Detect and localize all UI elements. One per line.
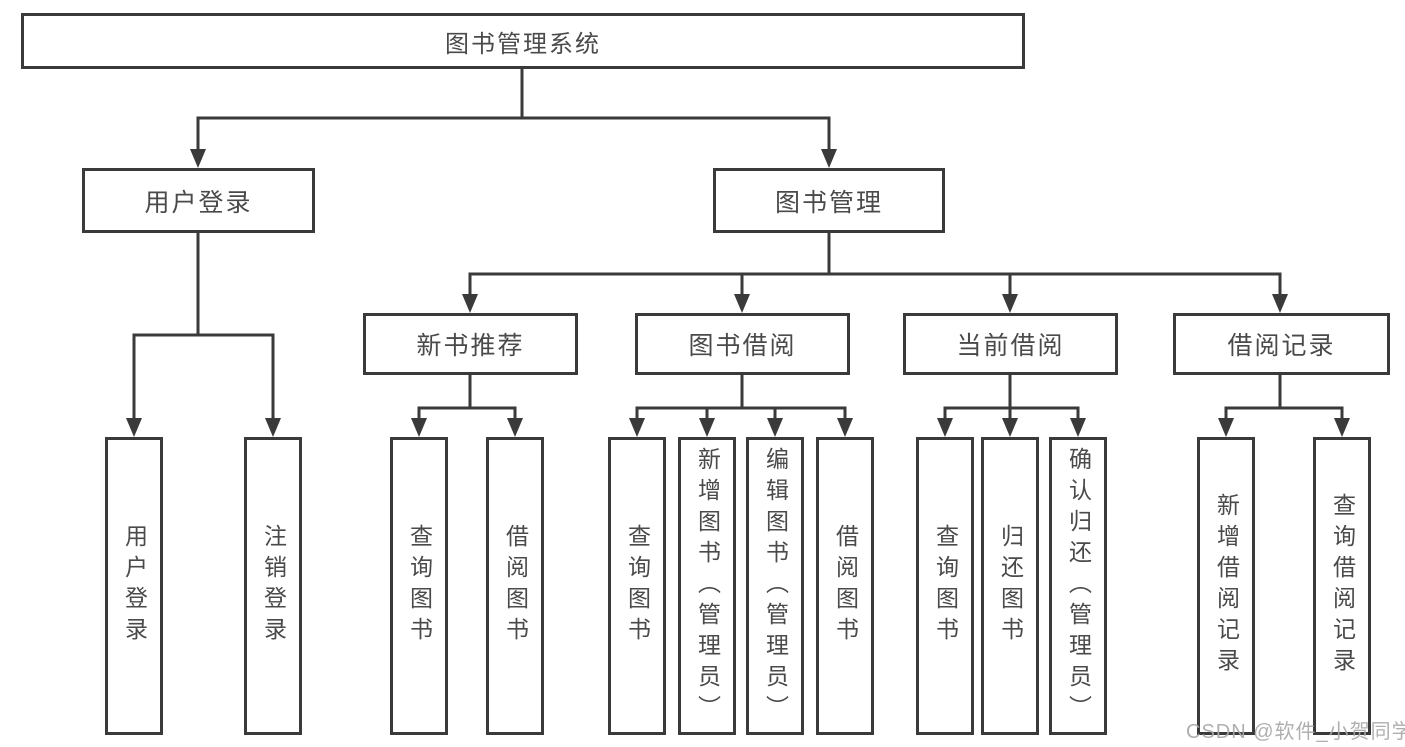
leaf-borrow-query-books: 查询图书 — [608, 437, 666, 735]
arrowhead — [1070, 418, 1086, 437]
node-user-login: 用户登录 — [82, 168, 315, 233]
connector-user-login — [132, 231, 275, 422]
arrowhead — [821, 149, 837, 168]
leaf-current-query-books: 查询图书 — [916, 437, 974, 735]
arrowhead — [1002, 418, 1018, 437]
arrowhead — [1334, 418, 1350, 437]
node-current-borrow: 当前借阅 — [903, 313, 1118, 375]
leaf-query-borrow-record: 查询借阅记录 — [1313, 437, 1371, 735]
leaf-edit-books-admin: 编辑图书（管理员） — [746, 437, 804, 735]
arrowhead — [1272, 294, 1288, 313]
arrowhead — [462, 294, 478, 313]
leaf-borrow-books: 借阅图书 — [816, 437, 874, 735]
leaf-add-borrow-record: 新增借阅记录 — [1197, 437, 1255, 735]
node-book-borrow: 图书借阅 — [635, 313, 850, 375]
arrowheads — [126, 149, 1350, 437]
leaf-recommend-query-books: 查询图书 — [390, 437, 448, 735]
arrowhead — [937, 418, 953, 437]
node-book-management: 图书管理 — [713, 168, 945, 233]
connector-new-book-recommend — [417, 373, 517, 422]
node-borrow-records: 借阅记录 — [1173, 313, 1390, 375]
leaf-recommend-borrow-books: 借阅图书 — [486, 437, 544, 735]
leaf-logout: 注销登录 — [244, 437, 302, 735]
connector-book-management — [468, 231, 1282, 298]
arrowhead — [734, 294, 750, 313]
leaf-user-login: 用户登录 — [105, 437, 163, 735]
arrowhead — [411, 418, 427, 437]
leaf-return-books: 归还图书 — [981, 437, 1039, 735]
connector-current-borrow — [943, 373, 1080, 422]
arrowhead — [265, 418, 281, 437]
connector-borrow-records — [1224, 373, 1344, 422]
leaf-confirm-return-admin: 确认归还（管理员） — [1049, 437, 1107, 735]
arrowhead — [699, 418, 715, 437]
arrowhead — [190, 149, 206, 168]
arrowhead — [767, 418, 783, 437]
csdn-watermark: CSDN @软件_小贺同学 — [1186, 721, 1405, 743]
arrowhead — [1218, 418, 1234, 437]
leaf-add-books-admin: 新增图书（管理员） — [678, 437, 736, 735]
node-book-management-system: 图书管理系统 — [21, 13, 1025, 69]
arrowhead — [126, 418, 142, 437]
arrowhead — [1002, 294, 1018, 313]
node-new-book-recommend: 新书推荐 — [363, 313, 578, 375]
connector-book-borrow — [635, 373, 847, 422]
connector-root — [196, 67, 831, 152]
arrowhead — [507, 418, 523, 437]
arrowhead — [629, 418, 645, 437]
arrowhead — [837, 418, 853, 437]
